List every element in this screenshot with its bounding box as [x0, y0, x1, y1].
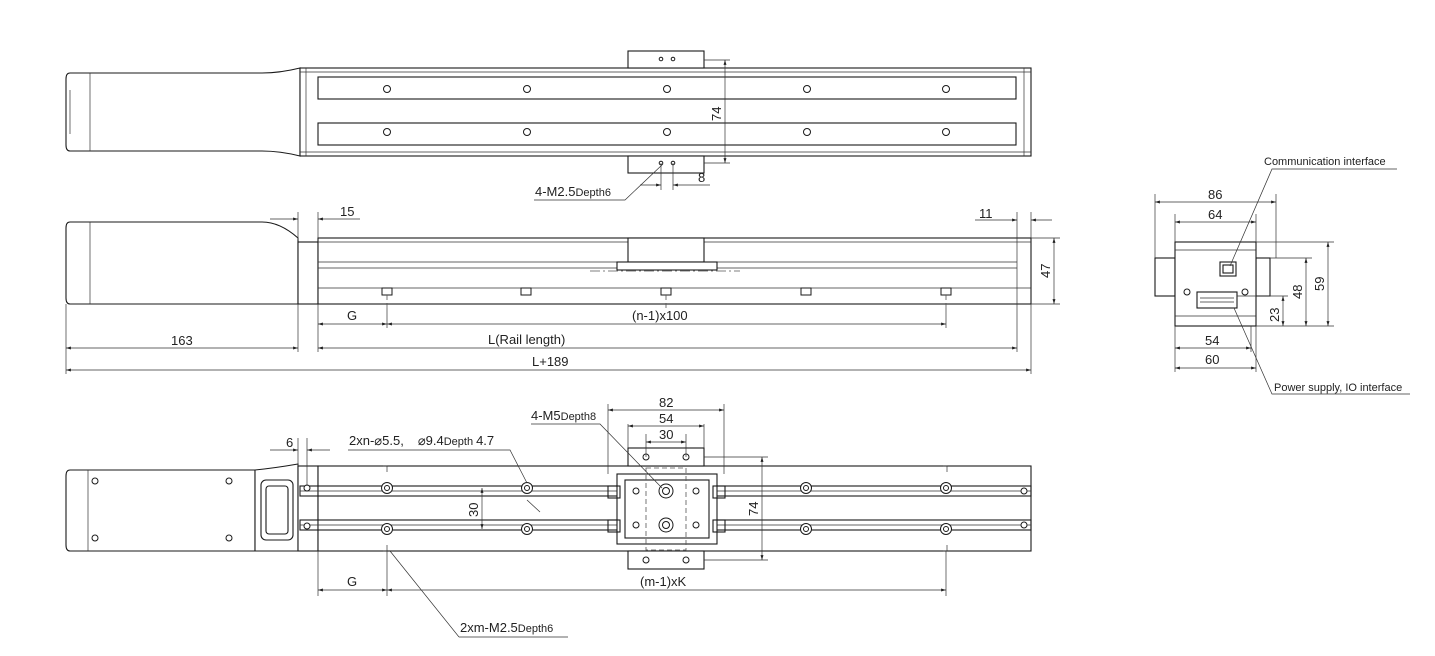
side-view: 15 11 47 G (n-1)x100 163 L(Rail length) …	[65, 204, 1060, 374]
motor-screws	[91, 477, 233, 542]
dim-47: 47	[1038, 264, 1053, 278]
dim-11: 11	[979, 206, 993, 221]
dim-60: 60	[1205, 352, 1219, 367]
callout-m5: 4-M5Depth8	[531, 408, 596, 423]
dim-m-pitch: (m-1)xK	[640, 574, 687, 589]
dim-64: 64	[1208, 207, 1222, 222]
dim-15: 15	[340, 204, 354, 219]
bottom-view: 82 54 30 4-M5Depth8 6 2xn-⌀5.5,⌀9.4Depth…	[65, 395, 1032, 638]
dim-82: 82	[659, 395, 673, 410]
dim-8: 8	[698, 170, 705, 185]
dim-74-top: 74	[709, 107, 724, 121]
callout-m25-top: 4-M2.5Depth6	[535, 184, 611, 199]
dim-G-side: G	[347, 308, 357, 323]
callout-m25-bottom: 2xm-M2.5Depth6	[460, 620, 553, 635]
dim-86: 86	[1208, 187, 1222, 202]
dim-163: 163	[171, 333, 193, 348]
dim-74-bottom: 74	[746, 502, 761, 516]
end-view: 86 64 48 59 23 54 60 Communication inter…	[1154, 156, 1410, 395]
slider-holes	[632, 453, 700, 564]
communication-port-icon	[1219, 261, 1237, 277]
dim-54-end: 54	[1205, 333, 1219, 348]
side-bolts	[381, 287, 952, 308]
communication-interface-label: Communication interface	[1264, 156, 1386, 168]
dim-30-rail: 30	[466, 503, 481, 517]
dim-6: 6	[286, 435, 293, 450]
dim-23: 23	[1267, 308, 1282, 322]
dim-30-slider: 30	[659, 427, 673, 442]
counterbored-holes	[303, 482, 1028, 535]
dim-rail-length: L(Rail length)	[488, 332, 565, 347]
dim-G-bottom: G	[347, 574, 357, 589]
dim-48: 48	[1290, 285, 1305, 299]
dim-n-pitch: (n-1)x100	[632, 308, 688, 323]
dim-54-bottom: 54	[659, 411, 673, 426]
dim-total-length: L+189	[532, 354, 569, 369]
dim-59: 59	[1312, 277, 1327, 291]
power-io-port-icon	[1196, 291, 1238, 309]
rail-mounting-holes	[383, 56, 950, 166]
power-io-interface-label: Power supply, IO interface	[1274, 382, 1402, 394]
top-view: 74 8 4-M2.5Depth6	[65, 50, 1032, 201]
